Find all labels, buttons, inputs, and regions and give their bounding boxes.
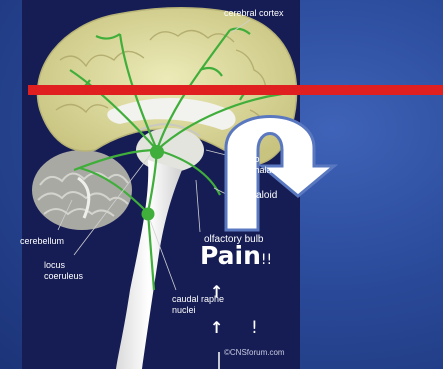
pain-exclaim: !! <box>261 252 272 268</box>
label-amygdaloid-body: ygdaloid dy <box>240 190 277 212</box>
exclaim-mark: ! <box>251 318 258 338</box>
up-arrow-upper: ↑ <box>210 282 223 301</box>
locus-coeruleus-node <box>150 145 164 159</box>
cerebellum <box>32 150 132 230</box>
red-block-bar <box>28 85 443 95</box>
raphe-node <box>142 208 155 221</box>
label-cerebellum: cerebellum <box>20 236 64 247</box>
pain-label: Pain!! <box>200 242 272 274</box>
label-to-thalamus: to thalamus <box>252 154 289 176</box>
label-cerebral-cortex: cerebral cortex <box>224 8 284 19</box>
credit-text: ©CNSforum.com <box>224 347 285 358</box>
label-locus-coeruleus: locus coeruleus <box>44 260 83 282</box>
pain-word: Pain <box>200 241 261 270</box>
up-arrow-lower: ↑ <box>210 318 223 337</box>
